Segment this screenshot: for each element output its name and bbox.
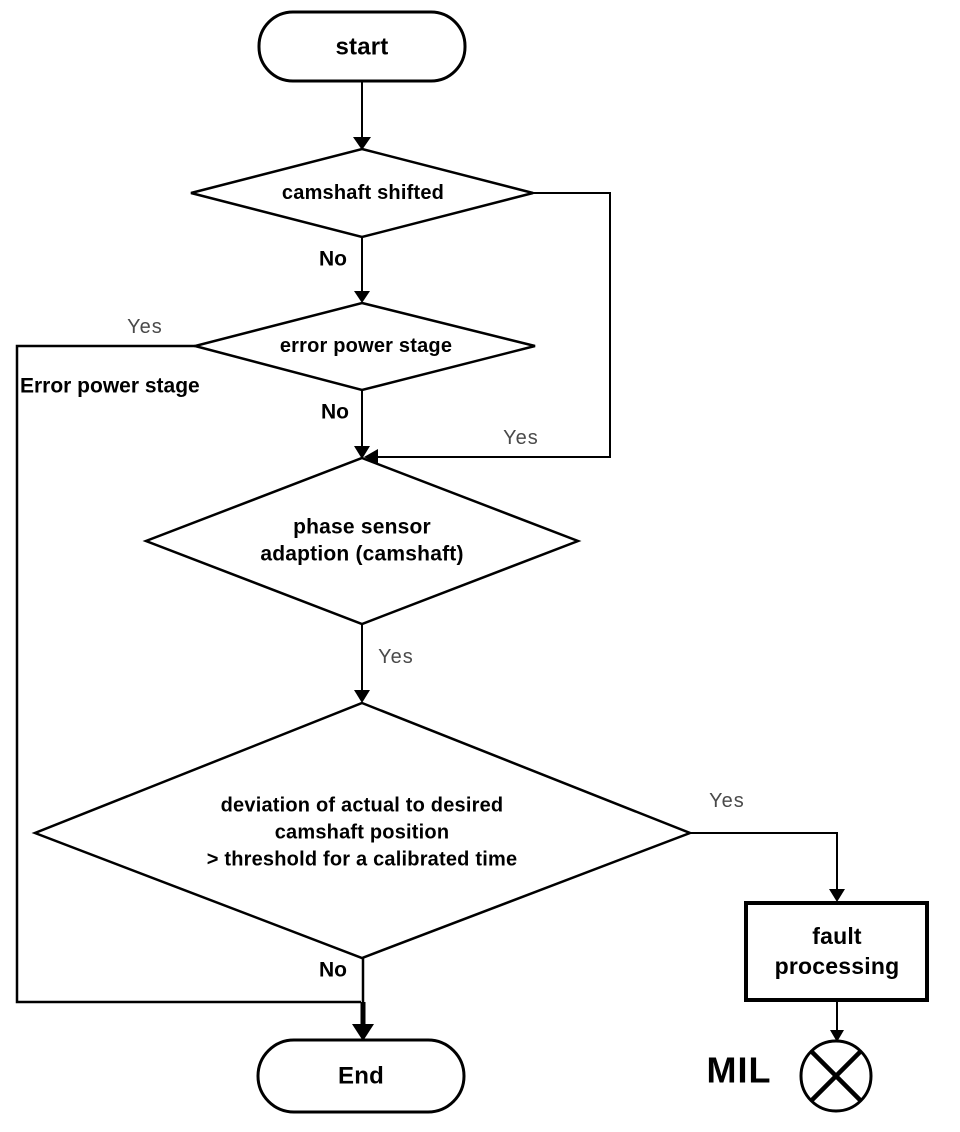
edge-camshaft-yes-branch bbox=[364, 192, 611, 465]
edge-label-camshaft-no: No bbox=[319, 247, 347, 271]
edge-fault-to-mil bbox=[830, 1000, 844, 1042]
mil-label: MIL bbox=[706, 1049, 772, 1091]
edge-deviation-yes bbox=[690, 832, 845, 902]
edge-deviation-no-to-end bbox=[352, 958, 374, 1041]
error-power-stage-note: Error power stage bbox=[20, 374, 200, 398]
edge-camshaft-no bbox=[354, 237, 370, 303]
decision-deviation-label: deviation of actual to desired camshaft … bbox=[206, 794, 518, 871]
edge-label-error-power-stage-no: No bbox=[321, 400, 349, 424]
edge-error-power-stage-no bbox=[354, 390, 370, 459]
edge-label-phase-sensor-yes: Yes bbox=[378, 646, 414, 668]
edge-label-deviation-yes: Yes bbox=[709, 790, 745, 812]
edge-label-error-power-stage-yes: Yes bbox=[127, 316, 163, 338]
decision-error-power-stage-label: error power stage bbox=[279, 335, 453, 357]
mil-lamp-icon bbox=[799, 1039, 873, 1113]
decision-phase-sensor-adaption-label: phase sensor adaption (camshaft) bbox=[260, 515, 464, 566]
end-node-shape bbox=[256, 1038, 466, 1114]
start-node-label: start bbox=[335, 33, 389, 61]
end-node-label: End bbox=[338, 1062, 384, 1090]
edge-label-camshaft-yes: Yes bbox=[503, 427, 539, 449]
edge-phase-sensor-yes bbox=[354, 624, 370, 703]
edge-label-deviation-no: No bbox=[319, 958, 347, 982]
decision-camshaft-shifted-label: camshaft shifted bbox=[281, 182, 445, 204]
process-fault-processing-label: fault processing bbox=[774, 923, 900, 979]
edge-error-power-stage-yes-branch bbox=[15, 344, 361, 1004]
edge-start-to-camshaft-shifted bbox=[353, 81, 371, 150]
